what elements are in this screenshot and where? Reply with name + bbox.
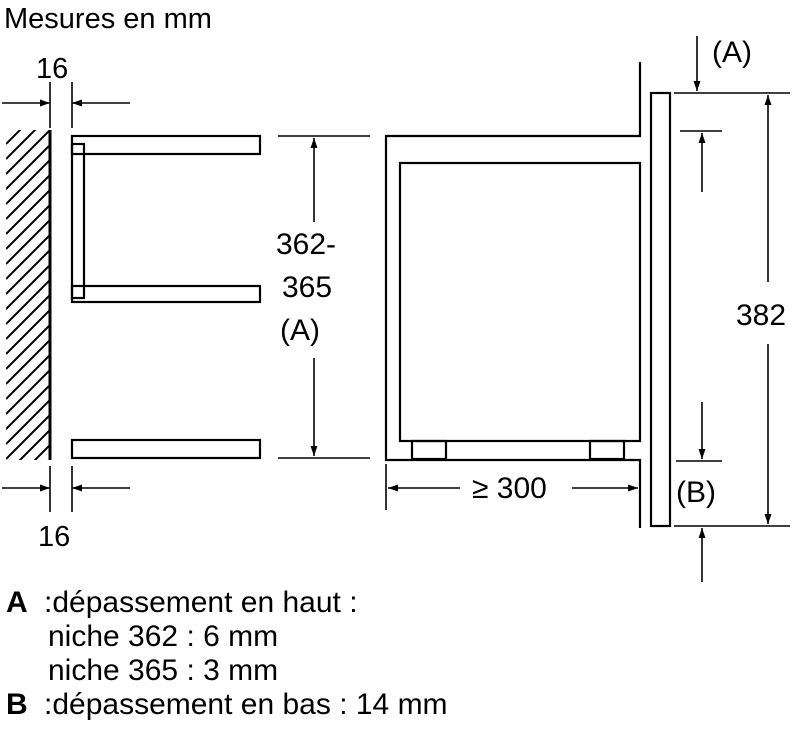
- hatch-line: [6, 309, 50, 355]
- depth-dimension: [385, 464, 638, 510]
- wall-gap-dimension-top: [2, 82, 130, 128]
- overhang-a-ref: (A): [712, 36, 752, 69]
- legend-a-line3: niche 365 : 3 mm: [0, 654, 278, 688]
- wall-gap-label-top: 16: [36, 53, 68, 85]
- hatch-line: [6, 144, 50, 190]
- legend-a-text: :dépassement en haut :: [44, 586, 358, 619]
- niche-height-dimension: [278, 135, 370, 459]
- total-height-label: 382: [736, 299, 786, 332]
- wall-hatching: [6, 130, 50, 460]
- wall-gap-label-bottom: 16: [38, 521, 70, 553]
- hatch-line: [6, 204, 50, 250]
- hatch-line: [6, 130, 22, 145]
- overhang-b-ref: (B): [676, 476, 716, 509]
- hatch-line: [6, 219, 50, 265]
- legend-a-line1: A :dépassement en haut :: [0, 586, 358, 620]
- hatch-line: [6, 339, 50, 385]
- legend-b-key: B: [6, 688, 28, 721]
- hatch-line: [6, 354, 50, 400]
- wall: [6, 130, 52, 460]
- hatch-line: [6, 174, 50, 220]
- hatch-line: [6, 384, 50, 430]
- overhang-b-dimension: [674, 402, 790, 582]
- legend-a-key: A: [6, 586, 28, 619]
- hatch-line: [6, 279, 50, 325]
- diagram-title: Mesures en mm: [4, 3, 212, 35]
- hatch-line: [48, 459, 50, 460]
- niche-height-ref: (A): [280, 314, 320, 347]
- hatch-line: [6, 264, 50, 310]
- legend-b-line: B :dépassement en bas : 14 mm: [0, 688, 448, 722]
- hatch-line: [6, 159, 50, 205]
- hatch-line: [6, 294, 50, 340]
- legend-b-text: :dépassement en bas : 14 mm: [44, 688, 448, 721]
- wall-gap-dimension-bottom: [2, 466, 130, 512]
- legend-a-niche362: niche 362 : 6 mm: [48, 620, 279, 653]
- cabinet-niche: [70, 134, 262, 460]
- legend-a-line2: niche 362 : 6 mm: [0, 620, 278, 654]
- hatch-line: [6, 234, 50, 280]
- niche-height-label-line2: 365: [282, 271, 332, 304]
- hatch-line: [6, 189, 50, 235]
- hatch-line: [18, 429, 50, 460]
- depth-label: ≥ 300: [472, 472, 547, 505]
- hatch-line: [6, 369, 50, 415]
- hatch-line: [6, 399, 50, 445]
- hatch-line: [6, 324, 50, 370]
- appliance-body: [384, 62, 642, 528]
- hatch-line: [6, 414, 50, 460]
- hatch-line: [6, 130, 37, 160]
- hatch-line: [6, 249, 50, 295]
- hatch-line: [6, 130, 50, 175]
- appliance-front-panel: [649, 91, 672, 528]
- legend-a-niche365: niche 365 : 3 mm: [48, 654, 279, 687]
- niche-height-label-line1: 362-: [276, 228, 336, 261]
- hatch-line: [33, 444, 50, 460]
- overhang-a-dimension: [674, 36, 790, 192]
